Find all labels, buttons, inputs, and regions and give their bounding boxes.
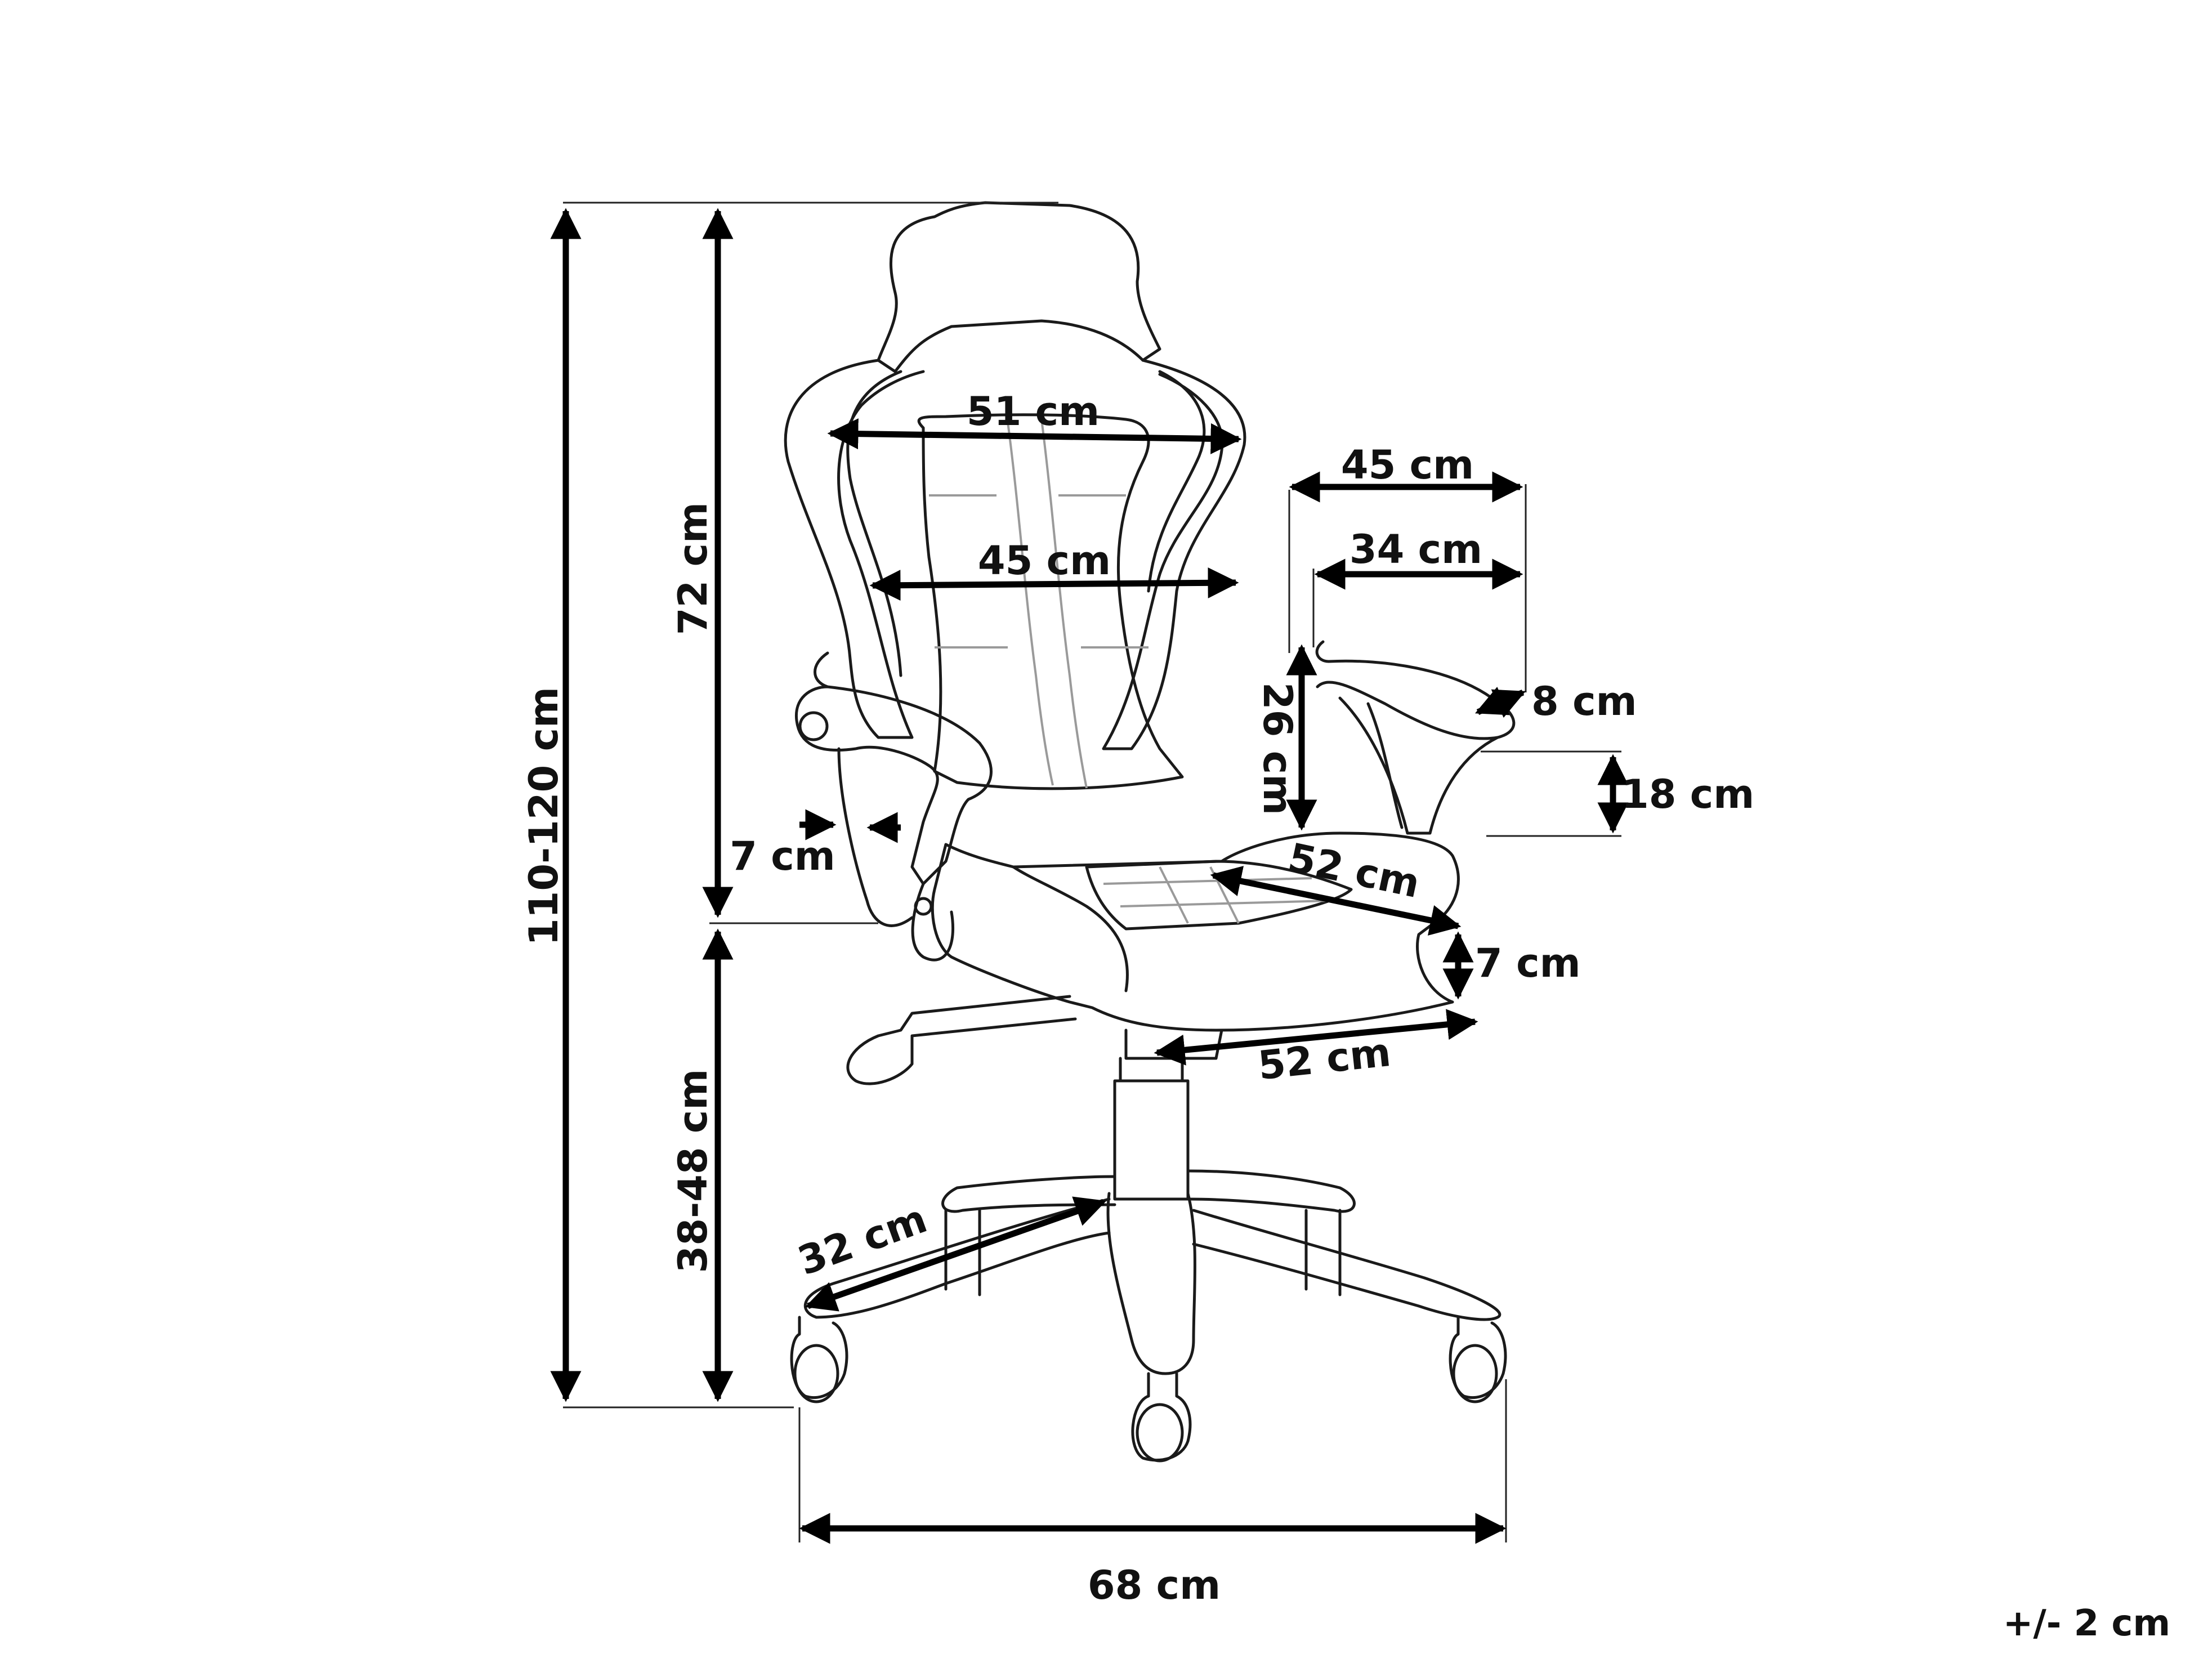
label-armrest-depth: 18 cm xyxy=(1621,771,1754,817)
label-armrest-gap: 7 cm xyxy=(730,833,835,879)
label-total-height: 110-120 cm xyxy=(521,687,567,946)
caster-right-wheel xyxy=(1452,1344,1498,1403)
left-bolster xyxy=(784,359,925,739)
left-armrest-support xyxy=(837,747,914,927)
right-bolster xyxy=(1102,359,1246,750)
caster-front-wheel xyxy=(1136,1403,1184,1463)
left-bracket-bolt xyxy=(914,897,933,916)
chair-drawing xyxy=(784,201,1516,1463)
label-backrest-lower-width: 45 cm xyxy=(978,538,1111,584)
base-center xyxy=(1106,1192,1196,1375)
gas-cylinder xyxy=(1113,1057,1190,1201)
caster-back-right xyxy=(1304,1209,1342,1296)
arrow-backrest-top-width xyxy=(827,418,1242,454)
backrest-center-panel xyxy=(917,413,1184,790)
gas-lever xyxy=(846,995,1077,1085)
arrow-armrest-width xyxy=(1474,686,1526,718)
left-armrest-bracket xyxy=(911,882,955,962)
arrow-seat-width xyxy=(1154,1009,1478,1066)
arrow-seat-depth xyxy=(1210,866,1462,936)
arrow-base-leg xyxy=(805,1196,1107,1312)
left-bolster-inner xyxy=(846,370,902,677)
seat-front-edge xyxy=(1012,865,1129,992)
caster-left-wheel xyxy=(793,1344,839,1403)
left-armrest-knob xyxy=(798,711,829,741)
label-seat-thickness: 7 cm xyxy=(1475,940,1581,986)
arrow-backrest-lower-width xyxy=(869,567,1239,601)
right-armrest xyxy=(1315,640,1516,740)
dimension-arrows xyxy=(550,208,1629,1544)
label-backrest-height: 72 cm xyxy=(670,502,716,635)
label-armrest-inner: 34 cm xyxy=(1349,526,1482,573)
label-tolerance: +/- 2 cm xyxy=(2003,1603,2170,1644)
label-armrest-width: 8 cm xyxy=(1531,678,1637,725)
base-leg-right-back xyxy=(1186,1169,1356,1213)
stitch-left xyxy=(1007,422,1054,786)
right-armrest-support xyxy=(1338,696,1499,835)
headrest xyxy=(877,201,1161,373)
label-armrest-outer: 45 cm xyxy=(1341,442,1474,488)
label-base-width: 68 cm xyxy=(1088,1562,1221,1608)
right-bolster-inner xyxy=(1147,370,1206,593)
label-armrest-height: 26 cm xyxy=(1254,682,1301,815)
left-armrest xyxy=(794,651,993,886)
stitch-right xyxy=(1040,419,1088,789)
label-seat-height: 38-48 cm xyxy=(670,1069,716,1273)
base-leg-right-front xyxy=(1192,1209,1502,1321)
label-backrest-top-width: 51 cm xyxy=(967,388,1100,435)
caster-right xyxy=(1449,1316,1507,1399)
caster-left xyxy=(790,1316,848,1399)
